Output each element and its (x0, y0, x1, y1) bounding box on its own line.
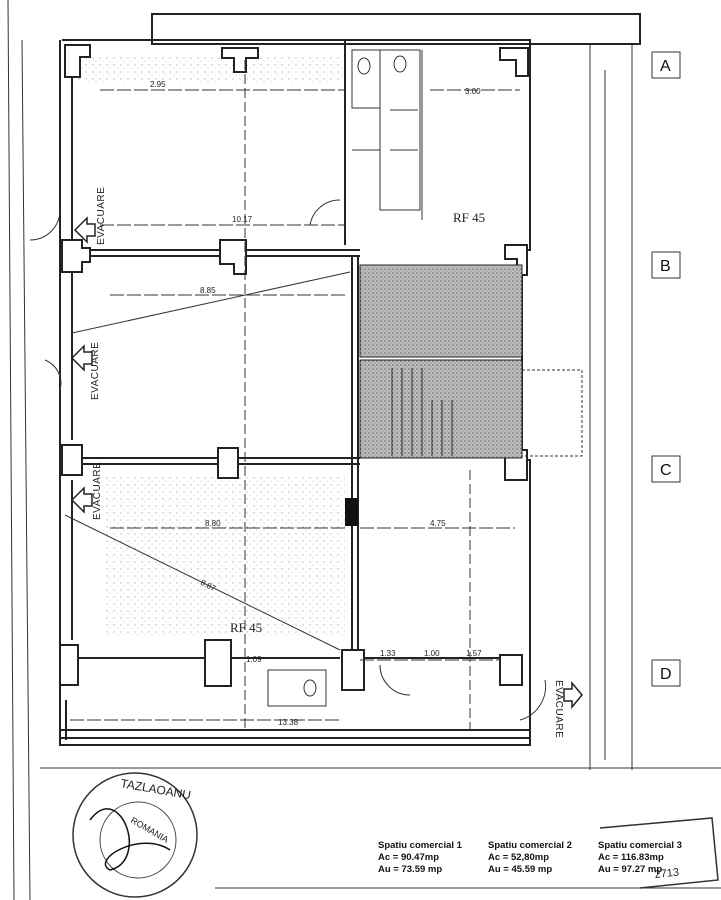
evacuation-arrows (70, 216, 583, 710)
axis-b: B (660, 258, 671, 275)
dim-door-d: 1.09 (246, 655, 262, 664)
stamp-number: 2713 (654, 866, 680, 880)
wc-block (267, 49, 423, 707)
dim-right-lower-width: 4.75 (430, 519, 446, 528)
entrance-canopy (521, 369, 583, 457)
scan-edge (7, 0, 31, 900)
diagonal-lower (64, 514, 341, 651)
core-hatch-upper (359, 264, 523, 358)
core-hatch-lower (359, 359, 523, 459)
legend-title: Spatiu comercial 2 (488, 840, 572, 851)
seal-stamp: TAZLAOANU ROMANIA (72, 772, 198, 898)
diagonal-middle (71, 271, 351, 334)
stairs (391, 368, 453, 456)
columns (59, 44, 529, 691)
sheet-border (40, 767, 721, 889)
axis-c: C (660, 462, 672, 479)
top-terrace (75, 55, 345, 85)
legend-ac: Ac = 90.47mp (378, 852, 439, 863)
legend-au: Au = 73.59 mp (378, 864, 443, 875)
stamp-name: TAZLAOANU (119, 776, 191, 802)
evacuation-label-2: EVACUARE (90, 342, 101, 400)
dim-lower-width: 8.80 (205, 519, 221, 528)
evacuation-label-4: EVACUARE (553, 680, 564, 738)
dim-bottom-length: 13.38 (278, 718, 299, 727)
central-wall (344, 40, 359, 680)
legend-space-3: Spatiu comercial 3 Ac = 116.83mp Au = 97… (598, 840, 702, 876)
legend-ac: Ac = 116.83mp (598, 852, 664, 863)
axis-markers: A B C D (651, 51, 681, 687)
stamp-country: ROMANIA (129, 815, 170, 845)
fire-rating-bottom: RF 45 (230, 620, 262, 635)
legend-space-2: Spatiu comercial 2 Ac = 52,80mp Au = 45.… (488, 840, 592, 876)
evacuation-label-1: EVACUARE (96, 187, 107, 245)
legend-space-1: Spatiu comercial 1 Ac = 90.47mp Au = 73.… (378, 840, 482, 876)
signature (89, 808, 171, 871)
door-swings (29, 199, 547, 721)
dim-right-width: 3.00 (465, 87, 481, 96)
axis-lines (244, 60, 471, 730)
fire-rating-top: RF 45 (453, 210, 485, 225)
legend-au: Au = 45.59 mp (488, 864, 553, 875)
dimension-lines (70, 89, 520, 721)
dim-top-length: 10.17 (232, 215, 253, 224)
dim-door-a: 1.33 (380, 649, 396, 658)
legend-title: Spatiu comercial 3 (598, 840, 682, 851)
legend-title: Spatiu comercial 1 (378, 840, 462, 851)
approval-stamp: 2713 (599, 817, 719, 889)
legend-au: Au = 97.27 mp (598, 864, 663, 875)
top-band (151, 13, 641, 45)
wall-axis-c (70, 457, 360, 465)
dim-top-width: 2.95 (150, 80, 166, 89)
dim-door-b: 1.00 (424, 649, 440, 658)
evacuation-label-3: EVACUARE (92, 462, 103, 520)
lower-area-texture (105, 475, 345, 635)
sidewalk-lines (589, 45, 633, 770)
dim-door-c: 1.57 (466, 649, 482, 658)
facade-wall (65, 48, 73, 740)
wall-bottom (60, 729, 530, 739)
axis-a: A (660, 58, 671, 75)
legend-ac: Ac = 52,80mp (488, 852, 549, 863)
column-black (345, 498, 358, 526)
axis-d: D (660, 666, 672, 683)
dim-middle-width: 8.85 (200, 286, 216, 295)
wall-axis-b (70, 249, 360, 257)
